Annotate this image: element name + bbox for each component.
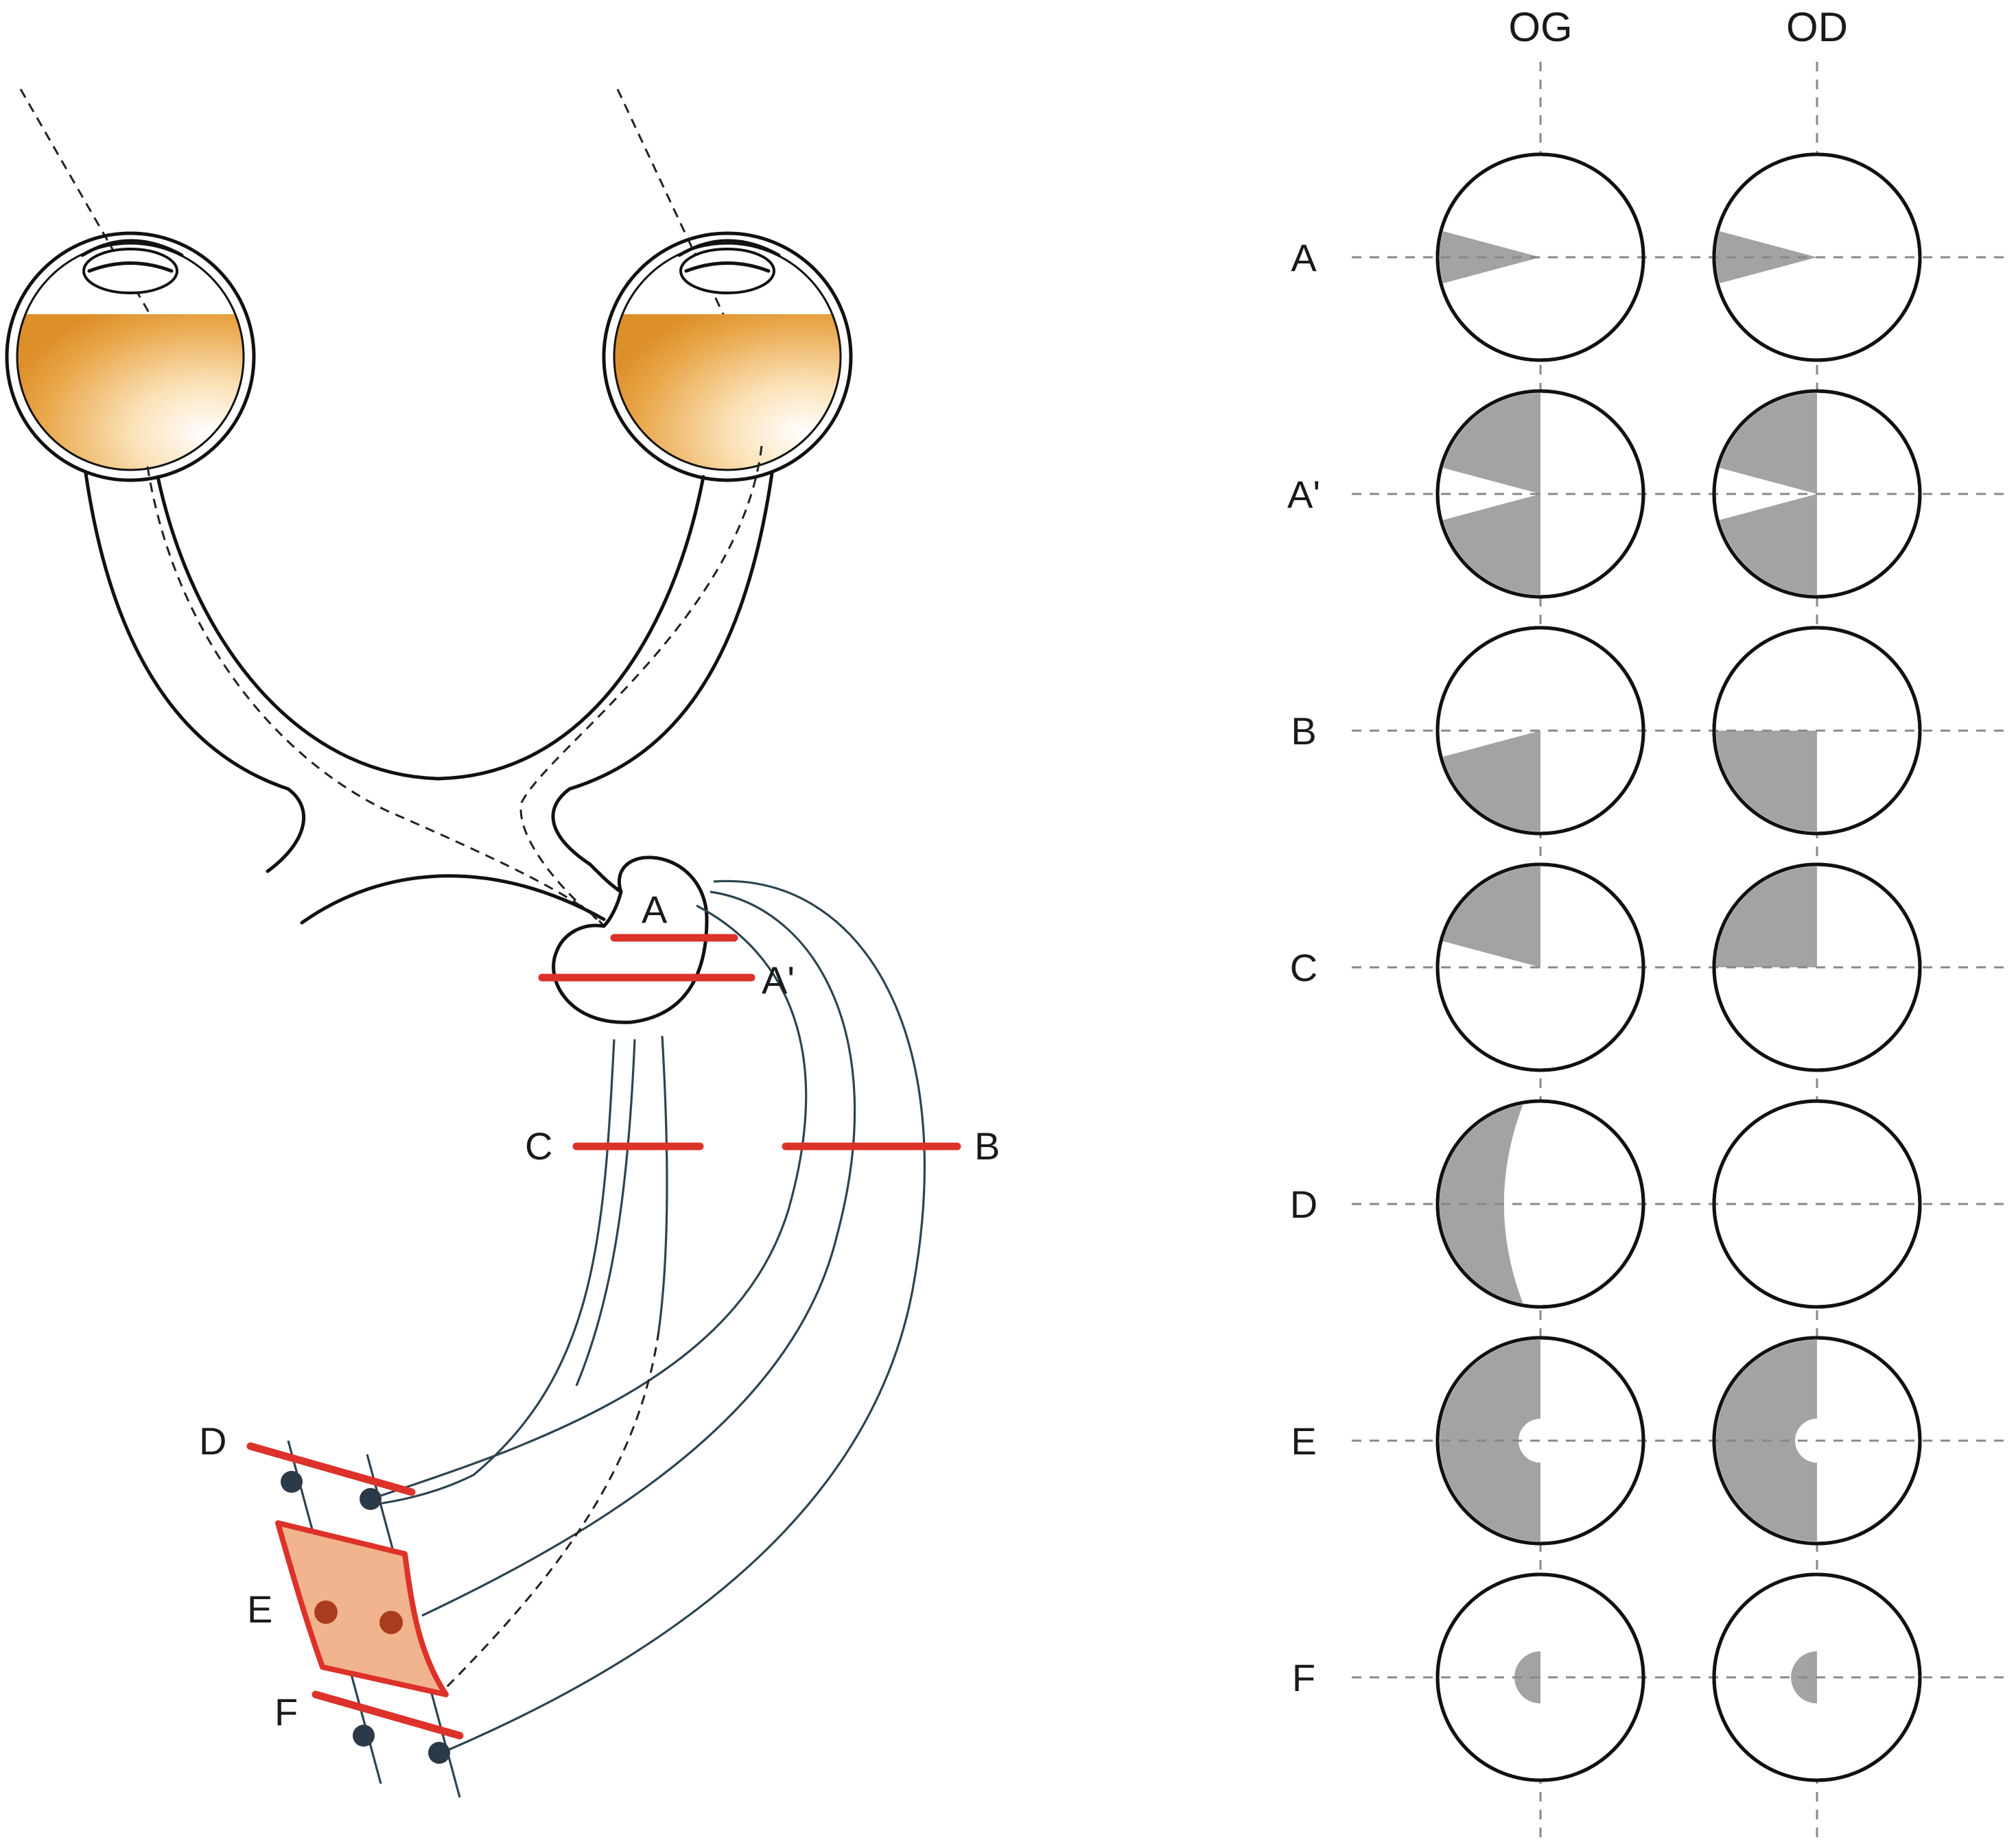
left-eye-field-outline: [1435, 1572, 1645, 1782]
left-eye-field-defect: [1440, 1340, 1540, 1542]
right-eye-field-outline: [1712, 626, 1922, 836]
optic-nerve-left-inner: [156, 475, 705, 781]
left-eye-field-outline: [1435, 626, 1645, 836]
optic-radiation-fibers: [363, 879, 926, 1751]
header-right-eye: OD: [1786, 4, 1848, 50]
left-eye-field-outline: [1435, 862, 1645, 1072]
right-eye-field-outline: [1712, 152, 1922, 362]
optic-nerve-left-outline: [84, 471, 305, 873]
pathway-label-a: A: [642, 888, 668, 931]
lesion-line-f: [312, 1690, 464, 1740]
left-eye-field-defect: [1514, 1651, 1540, 1703]
field-row: A: [1291, 152, 2011, 362]
pathway-label-c: C: [525, 1124, 552, 1168]
left-eye-field-outline: [1435, 1099, 1645, 1309]
left-eye-field-defect: [1440, 231, 1540, 283]
field-row-label: D: [1290, 1183, 1317, 1226]
left-nerve-fiber-dashed: [146, 466, 605, 927]
field-row: C: [1290, 862, 2011, 1072]
right-eyeball: [602, 231, 853, 482]
right-eye-field-outline: [1712, 862, 1922, 1072]
field-row: A': [1287, 389, 2011, 599]
right-eye-field-defect: [1716, 866, 1817, 967]
field-row: B: [1291, 626, 2011, 836]
right-eye-field-outline: [1712, 1099, 1922, 1309]
pathway-label-a-prime: A': [762, 958, 795, 1002]
field-row: D: [1290, 1099, 2011, 1309]
optic-nerve-right-outline: [551, 471, 774, 894]
field-row-label: F: [1292, 1656, 1315, 1699]
cortical-nuclei: [281, 1471, 450, 1764]
right-eye-field-defect: [1720, 393, 1817, 595]
pathway-diagram: A A' C B D E F: [5, 88, 1000, 1798]
field-row: E: [1291, 1336, 2011, 1546]
right-eye-field-outline: [1712, 1336, 1922, 1546]
field-row-label: A': [1287, 473, 1320, 516]
fiber-dashed-to-calcarine: [438, 1330, 660, 1696]
left-eye-field-defect: [1443, 731, 1540, 831]
right-eye-field-defect: [1716, 731, 1817, 831]
left-eyeball: [5, 231, 256, 482]
midbrain-contour: [300, 874, 606, 925]
right-eye-field-outline: [1712, 389, 1922, 599]
field-row-label: B: [1291, 709, 1316, 753]
field-row: F: [1292, 1572, 2011, 1782]
header-left-eye: OG: [1508, 4, 1572, 50]
left-eye-field-outline: [1435, 1336, 1645, 1546]
right-eye-field-outline: [1712, 1572, 1922, 1782]
lateral-geniculate-body: [552, 855, 709, 1024]
right-nerve-fiber-dashed: [519, 445, 763, 921]
left-eye-field-outline: [1435, 389, 1645, 599]
left-eye-field-outline: [1435, 152, 1645, 362]
pathway-label-b: B: [974, 1124, 1000, 1168]
field-row-label: C: [1290, 946, 1317, 989]
pathway-label-e: E: [247, 1587, 272, 1631]
pathway-label-f: F: [274, 1690, 298, 1734]
left-eye-field-defect: [1443, 393, 1540, 595]
left-eye-field-defect: [1443, 866, 1540, 967]
visual-field-chart: OG OD A A' B C D E F: [1287, 4, 2011, 1839]
pathway-label-d: D: [199, 1419, 226, 1463]
field-row-label: A: [1291, 236, 1317, 279]
lesion-e-area: [275, 1520, 449, 1697]
lesion-line-d: [246, 1442, 416, 1496]
lesion-markers: [246, 934, 961, 1740]
field-row-label: E: [1291, 1419, 1316, 1463]
